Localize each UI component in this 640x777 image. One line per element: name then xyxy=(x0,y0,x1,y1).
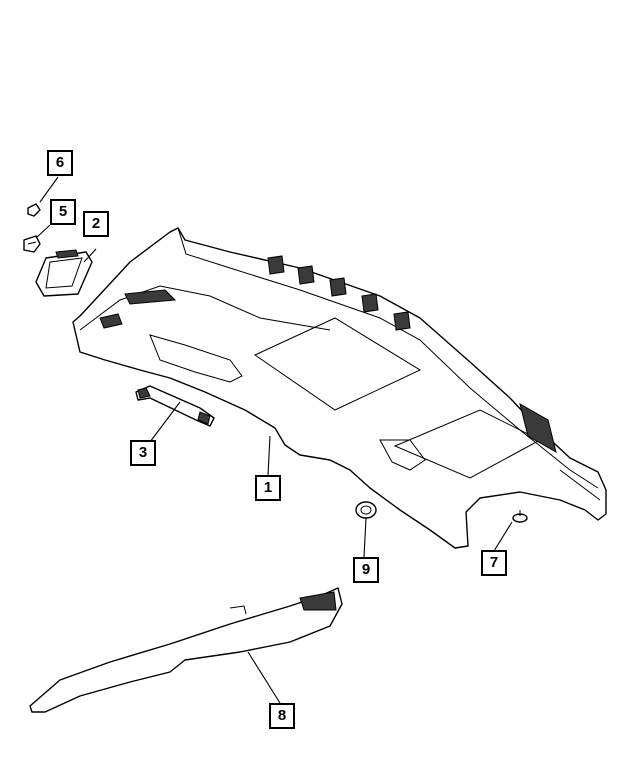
callout-9: 9 xyxy=(353,557,379,583)
clip-part xyxy=(23,235,41,253)
callout-2: 2 xyxy=(83,211,109,237)
fastener-part xyxy=(27,203,41,217)
callout-7: 7 xyxy=(481,550,507,576)
callout-5: 5 xyxy=(50,199,76,225)
leader-lines xyxy=(35,176,513,704)
sun-visor-part xyxy=(35,249,93,297)
push-pin-part xyxy=(512,510,528,523)
callout-8: 8 xyxy=(269,703,295,729)
callout-6: 6 xyxy=(47,150,73,176)
headliner-part xyxy=(72,227,607,549)
a-pillar-trim-part xyxy=(29,587,343,713)
grab-handle-part xyxy=(135,385,215,427)
callout-1: 1 xyxy=(255,475,281,501)
callout-3: 3 xyxy=(130,440,156,466)
grommet-part xyxy=(355,501,377,519)
